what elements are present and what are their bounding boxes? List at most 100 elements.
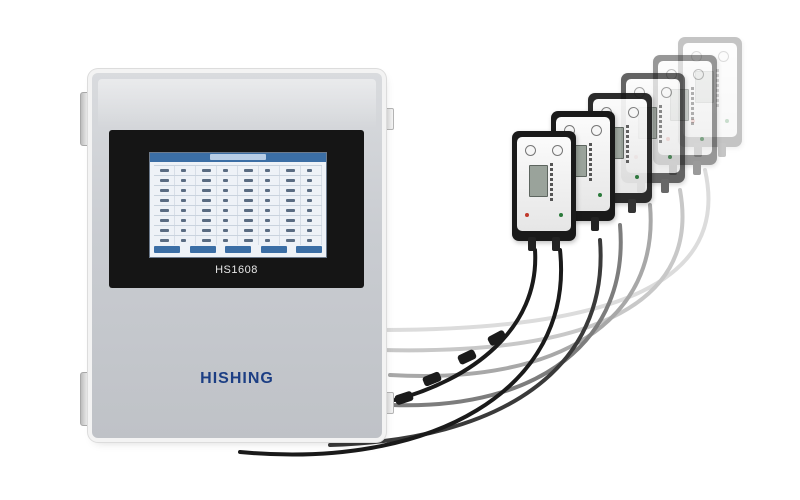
screen-reading-mark [181, 209, 186, 212]
screen-reading-mark [286, 169, 295, 172]
screen-reading-mark [202, 189, 211, 192]
screen-button [296, 246, 322, 253]
sensor-label-text [626, 125, 629, 163]
screen-reading-mark [202, 169, 211, 172]
sensor-cable-connector [628, 199, 636, 213]
screen-reading-mark [265, 229, 270, 232]
screen-reading-mark [307, 169, 312, 172]
sensor-cable-connector [693, 161, 701, 175]
cable-1 [238, 248, 564, 457]
sensor-led-icon [598, 193, 602, 197]
screen-reading-mark [181, 189, 186, 192]
touch-screen [149, 152, 327, 258]
screen-reading-mark [244, 179, 253, 182]
cable-6 [380, 168, 711, 332]
screen-reading-mark [181, 199, 186, 202]
screen-button [260, 246, 287, 253]
sensor-label-text [716, 69, 719, 107]
sensor-cable-connector [552, 237, 560, 251]
sensor-cable-connector [591, 217, 599, 231]
screen-reading-mark [307, 189, 312, 192]
screen-reading-mark [244, 209, 253, 212]
screen-reading-mark [244, 239, 253, 242]
screen-reading-mark [265, 239, 270, 242]
screen-reading-mark [244, 199, 253, 202]
screen-reading-mark [265, 179, 270, 182]
cable-2 [328, 238, 603, 447]
sensor-label-text [550, 163, 553, 201]
screen-reading-mark [307, 239, 312, 242]
screen-reading-mark [307, 179, 312, 182]
screen-reading-mark [202, 239, 211, 242]
screen-reading-mark [223, 189, 228, 192]
sensor-cable-connector [694, 143, 702, 157]
cable-1b [393, 248, 538, 402]
sensor-probe [512, 131, 576, 251]
sensor-button-icon [525, 145, 536, 156]
screen-reading-mark [223, 169, 228, 172]
screen-reading-mark [307, 219, 312, 222]
screen-reading-mark [307, 199, 312, 202]
screen-reading-mark [223, 209, 228, 212]
screen-reading-mark [160, 239, 169, 242]
screen-button [189, 246, 216, 253]
screen-reading-mark [181, 169, 186, 172]
screen-header-label [210, 154, 266, 160]
screen-reading-mark [307, 209, 312, 212]
screen-reading-mark [307, 229, 312, 232]
screen-data-grid [154, 165, 322, 245]
screen-reading-mark [244, 169, 253, 172]
sensor-label-text [589, 143, 592, 181]
screen-reading-mark [160, 179, 169, 182]
screen-button-row [154, 246, 322, 254]
sensor-probe [678, 37, 742, 157]
screen-reading-mark [160, 189, 169, 192]
screen-reading-mark [265, 169, 270, 172]
screen-reading-mark [244, 189, 253, 192]
screen-reading-mark [223, 239, 228, 242]
screen-reading-mark [202, 209, 211, 212]
screen-reading-mark [286, 189, 295, 192]
sensor-button-icon [552, 145, 563, 156]
sensor-led-icon [700, 137, 704, 141]
cable-5 [380, 188, 685, 353]
sensor-label-text [691, 87, 694, 125]
cable-connector [487, 330, 507, 346]
screen-reading-mark [286, 239, 295, 242]
sensor-button-icon [628, 107, 639, 118]
sensor-led-icon [725, 119, 729, 123]
sensor-button-icon [661, 87, 672, 98]
sensor-face [683, 43, 737, 137]
sensor-led-icon [559, 213, 563, 217]
screen-reading-mark [265, 219, 270, 222]
sensor-button-icon [718, 51, 729, 62]
screen-reading-mark [265, 199, 270, 202]
screen-reading-mark [286, 219, 295, 222]
cable-connector [422, 371, 442, 387]
screen-reading-mark [160, 199, 169, 202]
sensor-face [517, 137, 571, 231]
screen-reading-mark [286, 209, 295, 212]
sensor-led-icon [635, 175, 639, 179]
sensor-button-icon [691, 51, 702, 62]
screen-reading-mark [244, 229, 253, 232]
screen-reading-mark [223, 229, 228, 232]
screen-button [225, 246, 251, 253]
screen-header-bar [150, 153, 326, 162]
screen-reading-mark [265, 209, 270, 212]
enclosure-sheen [98, 79, 376, 129]
screen-reading-mark [244, 219, 253, 222]
sensor-button-icon [693, 69, 704, 80]
screen-reading-mark [223, 199, 228, 202]
sensor-display [529, 165, 548, 197]
sensor-label-text [659, 105, 662, 143]
brand-logo-text: HISHING [200, 370, 274, 387]
screen-reading-mark [160, 219, 169, 222]
screen-reading-mark [202, 179, 211, 182]
screen-reading-mark [160, 229, 169, 232]
screen-reading-mark [223, 179, 228, 182]
screen-reading-mark [181, 229, 186, 232]
screen-reading-mark [181, 239, 186, 242]
